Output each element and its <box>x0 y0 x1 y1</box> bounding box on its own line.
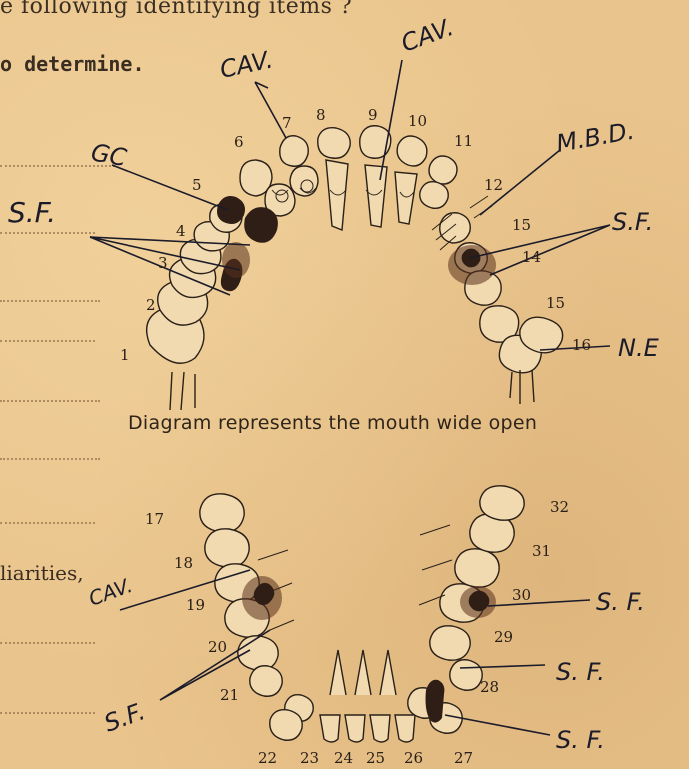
annotation-sf: S.F. <box>8 196 56 229</box>
tooth-number: 15 <box>546 294 565 312</box>
tooth-number: 6 <box>234 133 244 151</box>
tooth-number: 27 <box>454 749 473 767</box>
tooth-number: 28 <box>480 678 499 696</box>
tooth-number: 26 <box>404 749 423 767</box>
tooth-number: 5 <box>192 176 202 194</box>
annotation-sf: S. F. <box>556 658 605 686</box>
tooth-number: 7 <box>282 114 292 132</box>
annotation-cav: CAV. <box>397 13 457 58</box>
annotation-sf: S.F. <box>100 697 148 737</box>
tooth-number: 22 <box>258 749 277 767</box>
tooth-number: 29 <box>494 628 513 646</box>
tooth-number: 21 <box>220 686 239 704</box>
tooth-number: 25 <box>366 749 385 767</box>
tooth-number: 32 <box>550 498 569 516</box>
annotation-cav: CAV. <box>86 573 136 611</box>
annotation-mbd: M.B.D. <box>554 117 636 158</box>
tooth-number: 16 <box>572 336 591 354</box>
tooth-number: 15 <box>512 216 531 234</box>
annotation-sf: S.F. <box>612 208 653 236</box>
tooth-number: 20 <box>208 638 227 656</box>
tooth-number: 10 <box>408 112 427 130</box>
annotation-ne: N.E <box>618 334 660 362</box>
tooth-number: 12 <box>484 176 503 194</box>
tooth-number: 18 <box>174 554 193 572</box>
tooth-number: 31 <box>532 542 551 560</box>
tooth-number: 3 <box>158 254 168 272</box>
upper-arch-teeth <box>147 126 563 410</box>
tooth-number: 4 <box>176 222 186 240</box>
annotation-cav: CAV. <box>217 45 275 83</box>
handwritten-annotations: CAV. CAV. GC S.F. M.B.D. S.F. N.E CAV. S… <box>8 13 660 754</box>
annotation-gc: GC <box>89 138 129 172</box>
annotation-sf: S. F. <box>596 588 645 616</box>
annotation-sf: S. F. <box>556 726 605 754</box>
tooth-number: 17 <box>145 510 164 528</box>
tooth-number: 11 <box>454 132 473 150</box>
tooth-number: 2 <box>146 296 156 314</box>
annotation-lines <box>90 60 610 735</box>
tooth-number: 24 <box>334 749 353 767</box>
diagram-caption: Diagram represents the mouth wide open <box>128 412 537 434</box>
tooth-number: 23 <box>300 749 319 767</box>
tooth-number: 1 <box>120 346 130 364</box>
tooth-number: 14 <box>522 248 541 266</box>
tooth-number: 19 <box>186 596 205 614</box>
tooth-number: 8 <box>316 106 326 124</box>
tooth-number: 9 <box>368 106 378 124</box>
tooth-number: 30 <box>512 586 531 604</box>
